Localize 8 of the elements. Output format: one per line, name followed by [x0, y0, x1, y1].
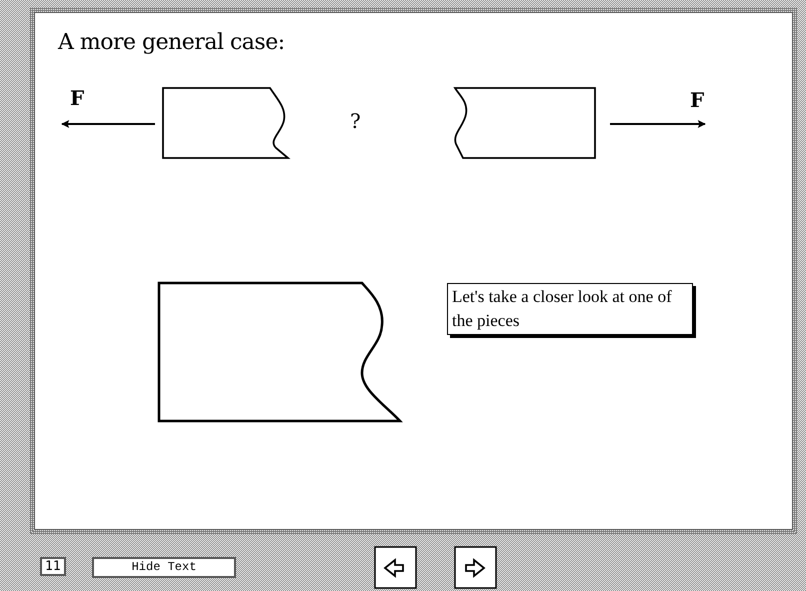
slide-title: A more general case:	[58, 30, 285, 55]
page-number: 11	[40, 557, 66, 576]
force-label: F	[690, 88, 704, 112]
question-mark: ?	[350, 109, 361, 133]
note-text: Let's take a closer look at one of the pieces	[452, 286, 673, 332]
note-box	[447, 283, 693, 335]
hide-text-button: Hide Text	[92, 557, 236, 578]
force-label: F	[70, 86, 84, 110]
